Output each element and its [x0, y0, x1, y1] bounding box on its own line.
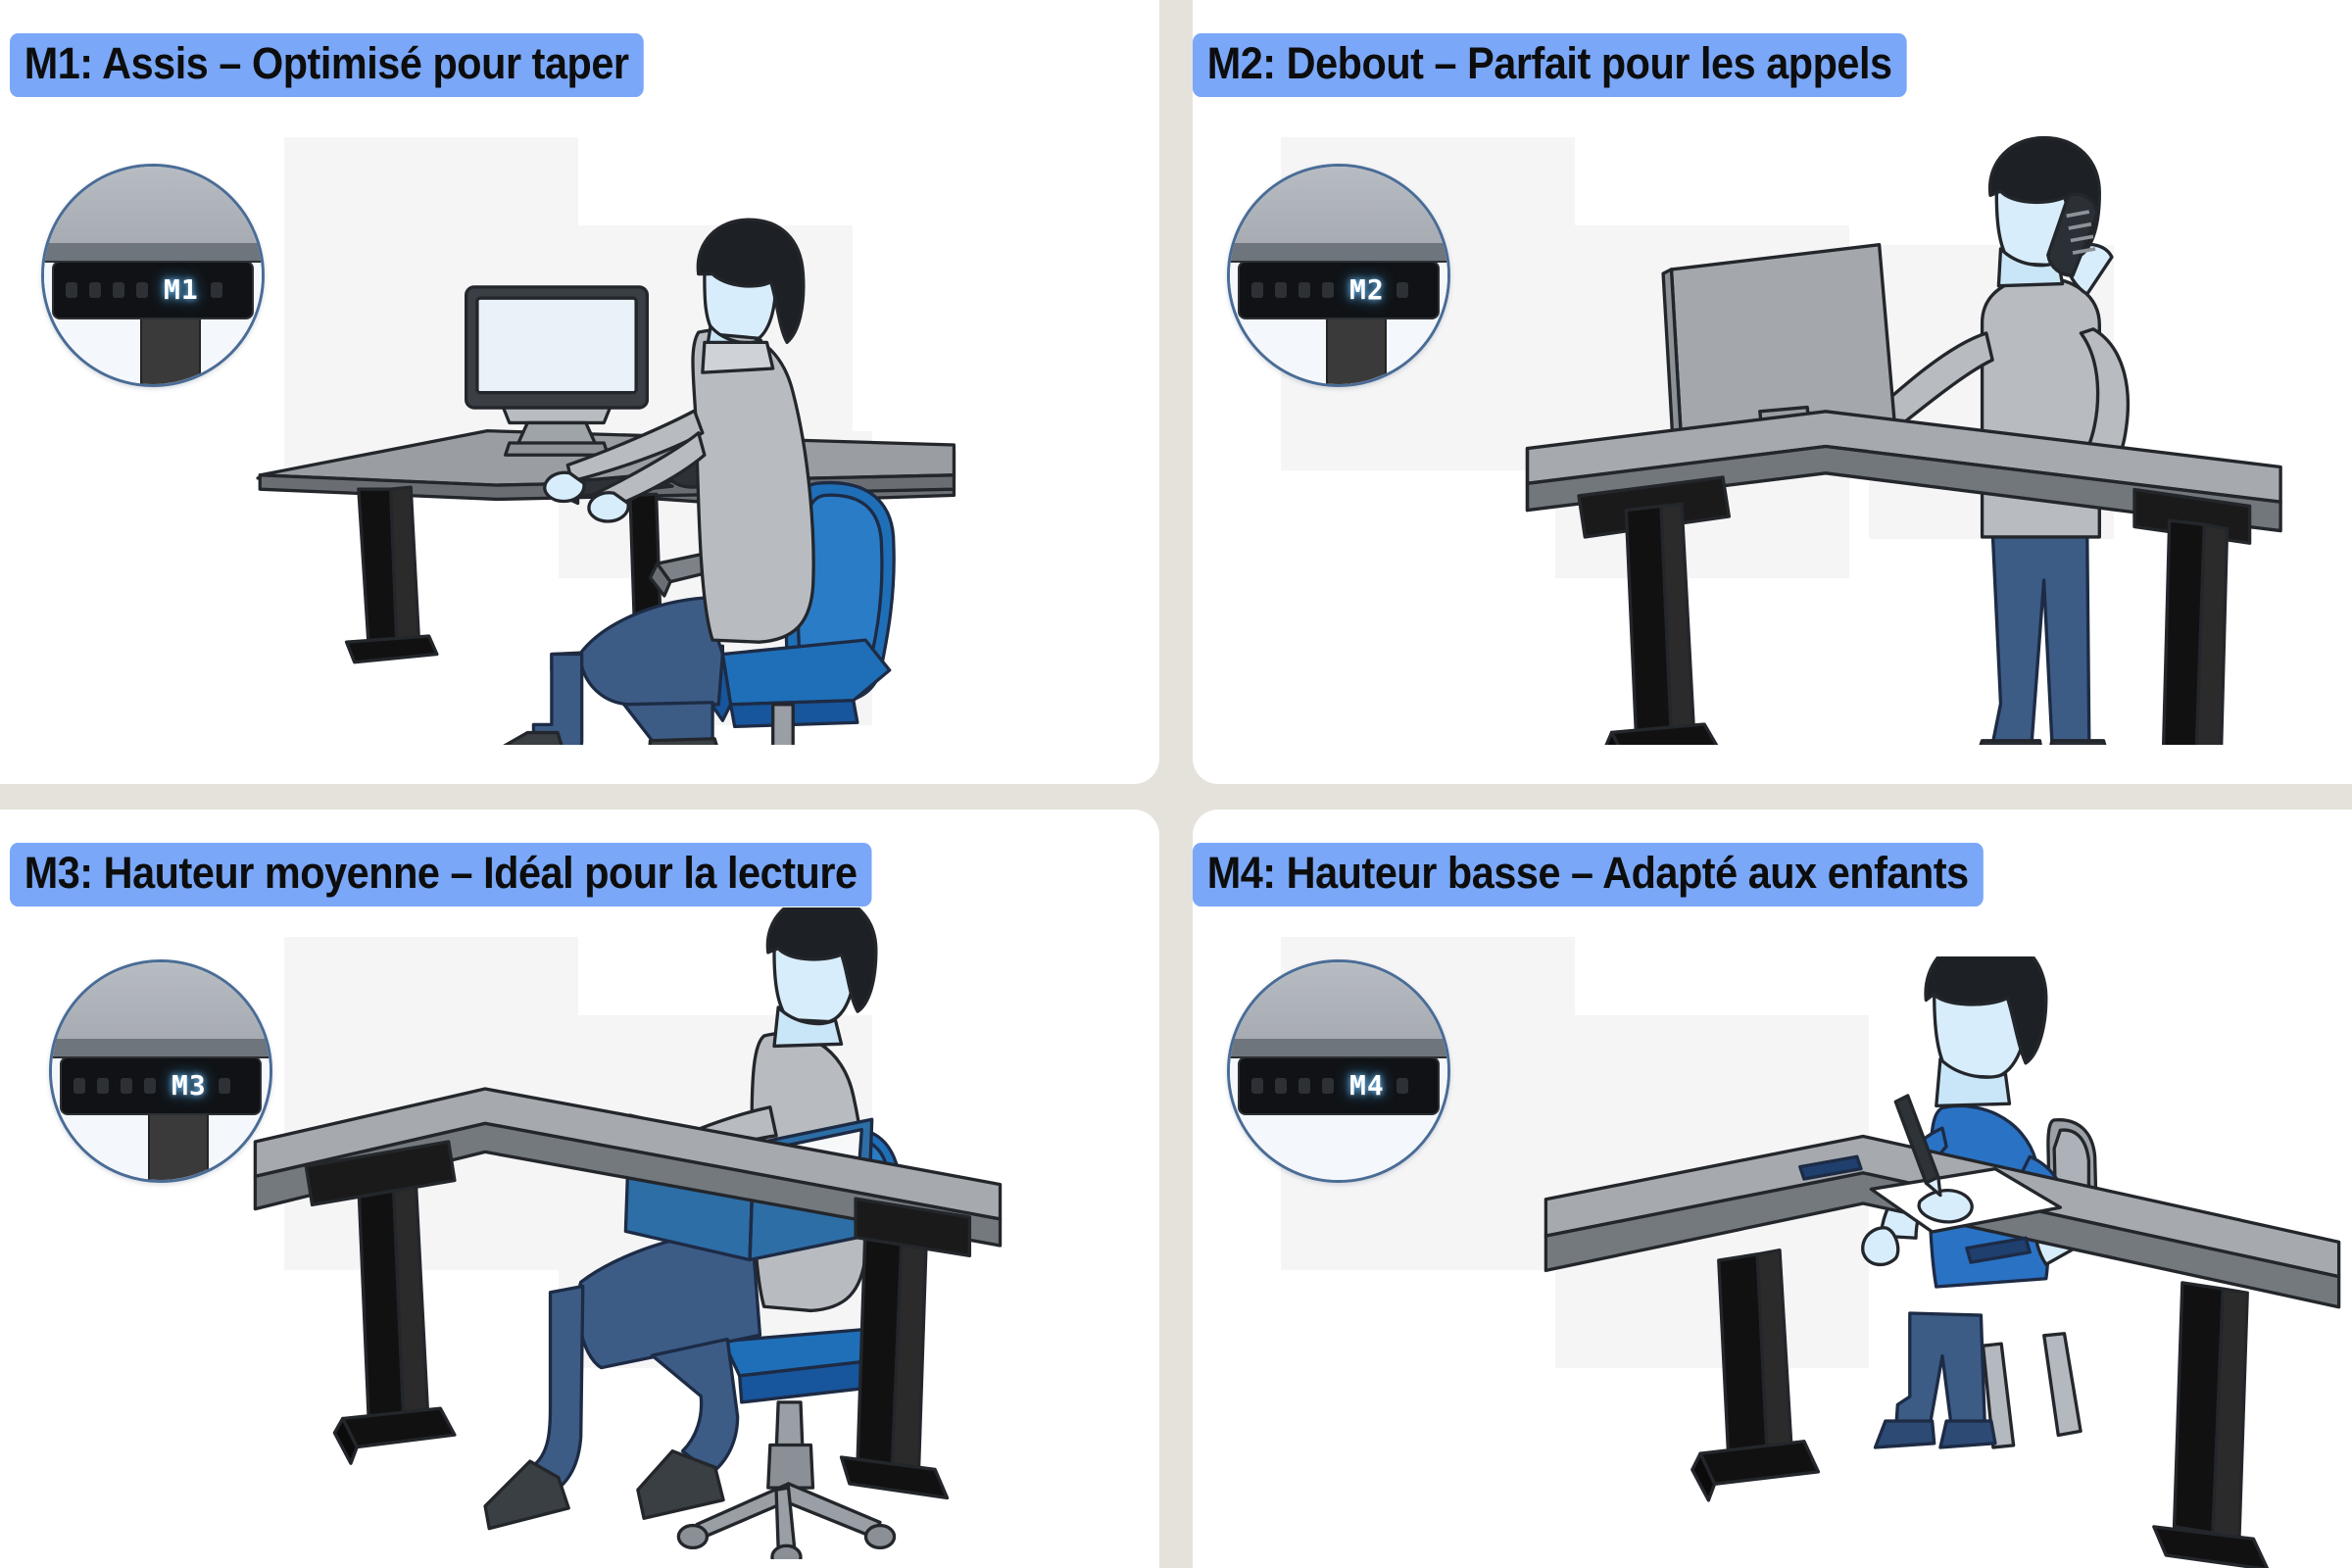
keypad-button[interactable] [136, 282, 148, 298]
keypad-button[interactable] [97, 1078, 109, 1094]
desk-controller-inset-m4: M4 [1227, 959, 1450, 1183]
panel-m3: M3: Hauteur moyenne – Idéal pour la lect… [0, 809, 1159, 1568]
child-drawing-illustration [1544, 956, 2341, 1568]
controller-display: M4 [1349, 1069, 1385, 1102]
keypad-button[interactable] [1275, 282, 1287, 298]
keypad-button[interactable] [1251, 282, 1263, 298]
keypad-button[interactable] [66, 282, 77, 298]
keypad-button[interactable] [1251, 1078, 1263, 1094]
panel-title-m3: M3: Hauteur moyenne – Idéal pour la lect… [10, 843, 872, 906]
desk [1525, 410, 2282, 745]
keypad-button[interactable] [121, 1078, 132, 1094]
illustration-m1 [0, 0, 1159, 784]
controller-keypad[interactable]: M1 [52, 261, 254, 319]
keypad-button[interactable] [1298, 1078, 1310, 1094]
desk-controller-inset-m3: M3 [49, 959, 272, 1183]
desk-leg [148, 1109, 209, 1180]
controller-keypad[interactable]: M3 [60, 1056, 262, 1115]
panel-m2: M2: Debout – Parfait pour les appels M2 [1193, 0, 2352, 784]
illustration-m4 [1193, 809, 2352, 1568]
controller-display: M2 [1349, 273, 1385, 306]
keypad-button[interactable] [1322, 282, 1334, 298]
keypad-button[interactable] [1298, 282, 1310, 298]
desk-items [1798, 1094, 2063, 1264]
panel-m4: M4: Hauteur basse – Adapté aux enfants M… [1193, 809, 2352, 1568]
monitor [465, 285, 650, 457]
desktop-surface [44, 167, 262, 246]
standing-phone-call-illustration [1525, 135, 2282, 745]
keypad-button[interactable] [89, 282, 101, 298]
illustration-m3 [0, 809, 1159, 1568]
controller-keypad[interactable]: M2 [1238, 261, 1440, 319]
person-seated [503, 218, 815, 745]
keypad-button[interactable] [1322, 1078, 1334, 1094]
keypad-button[interactable] [113, 282, 124, 298]
seated-typing-illustration [256, 218, 956, 745]
controller-keypad[interactable]: M4 [1238, 1056, 1440, 1115]
illustration-m2 [1193, 0, 2352, 784]
controller-display: M1 [164, 273, 199, 306]
desk [253, 1087, 1003, 1500]
panel-title-m2: M2: Debout – Parfait pour les appels [1193, 33, 1907, 97]
keypad-button[interactable] [1396, 1078, 1408, 1094]
keypad-button[interactable] [74, 1078, 85, 1094]
seated-reading-illustration [253, 907, 1003, 1559]
keypad-button[interactable] [144, 1078, 156, 1094]
desk [1544, 1134, 2341, 1568]
keypad-button[interactable] [1396, 282, 1408, 298]
controller-display: M3 [172, 1069, 207, 1102]
panel-m1: M1: Assis – Optimisé pour taper M1 [0, 0, 1159, 784]
desk-leg [140, 314, 201, 384]
keypad-button[interactable] [210, 282, 222, 298]
desk-controller-inset-m2: M2 [1227, 164, 1450, 387]
panel-title-m4: M4: Hauteur basse – Adapté aux enfants [1193, 843, 1984, 906]
keypad-button[interactable] [218, 1078, 230, 1094]
desk-leg [1326, 314, 1387, 384]
panel-title-m1: M1: Assis – Optimisé pour taper [10, 33, 644, 97]
desk-controller-inset-m1: M1 [41, 164, 265, 387]
keypad-button[interactable] [1275, 1078, 1287, 1094]
